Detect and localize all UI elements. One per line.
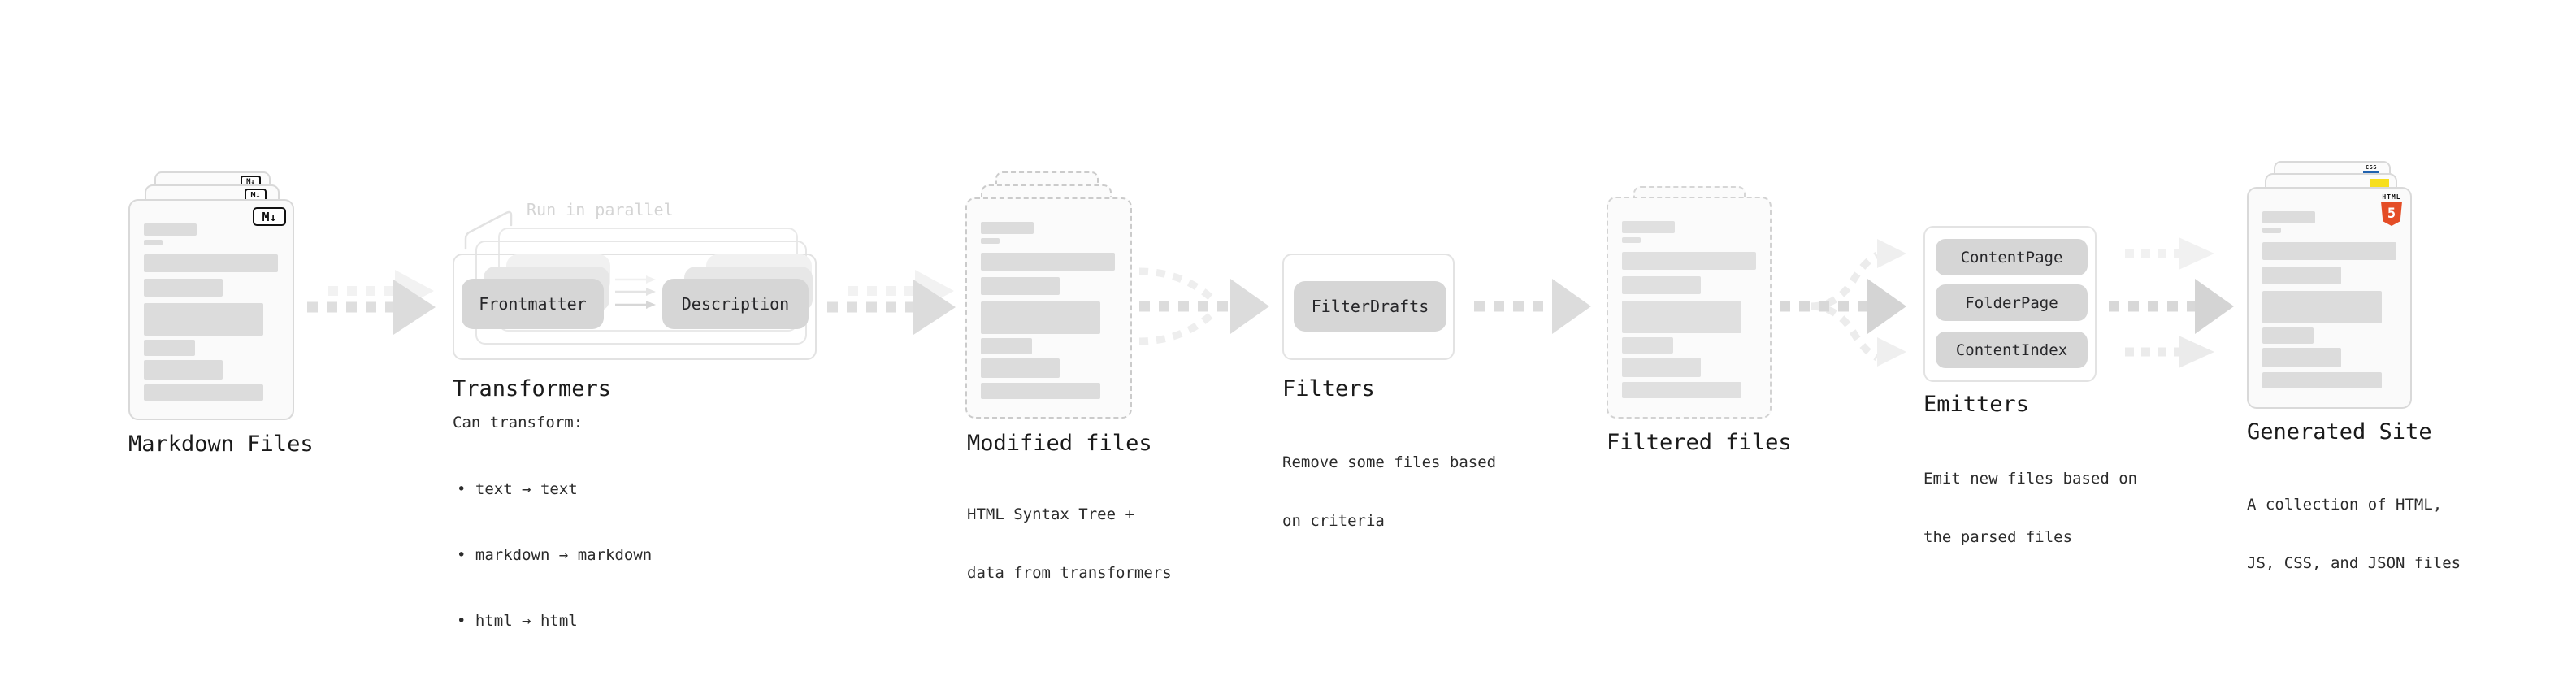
desc-line: Emit new files based on	[1923, 470, 2138, 488]
dashed-arrow-filters-to-filtered	[1474, 279, 1591, 334]
run-in-parallel-leader-line	[464, 210, 513, 250]
filter-drafts-pill: FilterDrafts	[1294, 281, 1446, 332]
bullet-item: • html → html	[457, 612, 578, 630]
modified-files-desc: HTML Syntax Tree + data from transformer…	[967, 466, 1172, 622]
emitter-pill-folder-page: FolderPage	[1936, 284, 2088, 321]
markdown-logo-icon: M↓	[253, 207, 286, 226]
css-badge-text: CSS	[2365, 164, 2378, 171]
desc-line: Remove some files based	[1282, 453, 1497, 471]
desc-line: HTML Syntax Tree +	[967, 505, 1134, 523]
filters-card: FilterDrafts	[1282, 254, 1455, 360]
filters-desc: Remove some files based on criteria	[1282, 414, 1496, 570]
js-badge-icon	[2370, 179, 2389, 189]
markdown-files-label: Markdown Files	[128, 432, 314, 457]
desc-line: on criteria	[1282, 512, 1385, 530]
transformers-label: Transformers	[453, 376, 612, 401]
content-placeholder-bars	[1608, 221, 1770, 398]
bullet-item: • text → text	[457, 480, 578, 498]
desc-line: JS, CSS, and JSON files	[2247, 554, 2461, 572]
filters-label: Filters	[1282, 376, 1375, 401]
run-in-parallel-note: Run in parallel	[527, 200, 674, 219]
bullet-item: • markdown → markdown	[457, 546, 653, 564]
html5-logo-number: 5	[2387, 206, 2396, 222]
triple-arrow-emitters-to-site	[2109, 237, 2234, 368]
fanout-arrow-filtered-to-emitters	[1780, 239, 1906, 367]
transformers-desc-heading: Can transform:	[453, 414, 583, 432]
content-placeholder-bars	[130, 223, 293, 401]
transform-mini-arrows	[615, 275, 656, 309]
modified-files-label: Modified files	[967, 431, 1152, 456]
generated-site-label: Generated Site	[2247, 419, 2432, 445]
desc-line: the parsed files	[1923, 528, 2073, 546]
emitters-label: Emitters	[1923, 392, 2030, 417]
css-badge-underline	[2363, 171, 2379, 174]
html5-logo-text: HTML	[2382, 193, 2401, 201]
content-placeholder-bars	[967, 222, 1130, 399]
transformer-outline-front	[453, 254, 817, 360]
dashed-arrow-markdown-to-transformers	[307, 270, 436, 335]
content-placeholder-bars	[2249, 211, 2410, 388]
markdown-file-card-front: M↓	[128, 199, 294, 420]
html5-logo-icon: HTML 5	[2379, 193, 2404, 226]
desc-line: data from transformers	[967, 564, 1172, 582]
dashed-arrow-transformers-to-modified	[827, 270, 956, 335]
filtered-files-label: Filtered files	[1607, 430, 1792, 455]
filtered-file-card-front	[1607, 197, 1772, 419]
description-pill: Description	[662, 279, 809, 329]
desc-line: A collection of HTML,	[2247, 496, 2443, 514]
frontmatter-pill: Frontmatter	[462, 279, 604, 329]
html-file-card: HTML 5	[2247, 187, 2412, 409]
emitters-card: ContentPage FolderPage ContentIndex	[1923, 226, 2097, 382]
css-badge-icon: CSS	[2362, 165, 2380, 174]
transformers-bullet-list: • text → text • markdown → markdown • ht…	[457, 435, 652, 676]
modified-file-card-front	[965, 197, 1132, 419]
emitter-pill-content-index: ContentIndex	[1936, 332, 2088, 368]
generated-site-desc: A collection of HTML, JS, CSS, and JSON …	[2247, 456, 2461, 612]
merge-arrow-modified-to-filters	[1138, 267, 1269, 345]
emitters-desc: Emit new files based on the parsed files	[1923, 430, 2137, 586]
emitter-pill-content-page: ContentPage	[1936, 239, 2088, 275]
